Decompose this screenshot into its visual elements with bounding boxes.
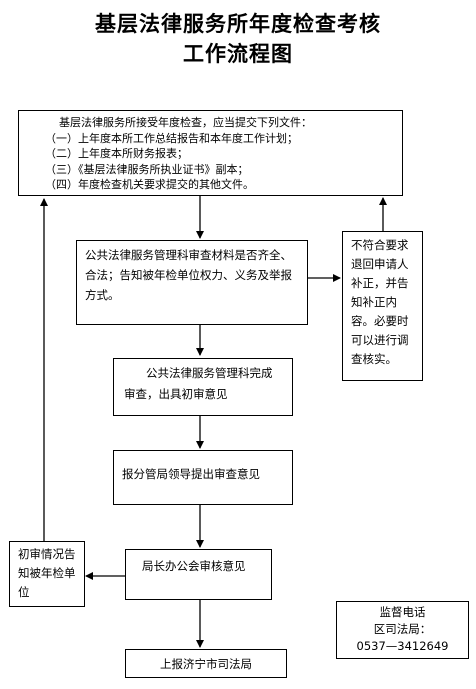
leader-review-box: 报分管局领导提出审查意见 xyxy=(113,450,293,505)
director-meeting-box: 局长办公会审核意见 xyxy=(125,549,272,600)
submit-item-1: （一）上年度本所工作总结报告和本年度工作计划； xyxy=(45,131,298,145)
reject-correction-text: 不符合要求退回申请人补正，并告知补正内容。必要时可以进行调查核实。 xyxy=(351,238,409,366)
hotline-phone: 0537—3412649 xyxy=(356,639,449,653)
hotline-dept: 区司法局： xyxy=(373,622,432,636)
hotline-label: 监督电话 xyxy=(379,605,426,619)
submit-item-3: （三）《基层法律服务所执业证书》副本； xyxy=(45,162,249,176)
report-city-text: 上报济宁市司法局 xyxy=(160,657,252,671)
submit-heading: 基层法律服务所接受年度检查，应当提交下列文件： xyxy=(59,116,312,129)
initial-opinion-box: 公共法律服务管理科完成审查，出具初审意见 xyxy=(113,358,293,416)
leader-review-text: 报分管局领导提出审查意见 xyxy=(122,467,260,481)
reject-correction-box: 不符合要求退回申请人补正，并告知补正内容。必要时可以进行调查核实。 xyxy=(342,231,423,381)
notify-unit-box: 初审情况告知被年检单位 xyxy=(9,541,85,607)
material-review-box: 公共法律服务管理科审查材料是否齐全、合法；告知被年检单位权力、义务及举报方式。 xyxy=(76,240,308,325)
initial-opinion-text: 公共法律服务管理科完成审查，出具初审意见 xyxy=(124,366,273,401)
page-title-line2: 工作流程图 xyxy=(183,41,293,66)
report-city-box: 上报济宁市司法局 xyxy=(125,649,287,678)
submit-item-4: （四）年度检查机关要求提交的其他文件。 xyxy=(45,178,254,191)
submit-documents-box: 基层法律服务所接受年度检查，应当提交下列文件： （一）上年度本所工作总结报告和本… xyxy=(18,110,403,196)
hotline-box: 监督电话 区司法局： 0537—3412649 xyxy=(336,601,469,659)
director-meeting-text: 局长办公会审核意见 xyxy=(142,559,246,573)
material-review-text: 公共法律服务管理科审查材料是否齐全、合法；告知被年检单位权力、义务及举报方式。 xyxy=(85,248,292,302)
submit-item-2: （二）上年度本所财务报表； xyxy=(45,147,188,160)
page-title-line1: 基层法律服务所年度检查考核 xyxy=(95,11,381,36)
notify-unit-text: 初审情况告知被年检单位 xyxy=(18,547,76,599)
